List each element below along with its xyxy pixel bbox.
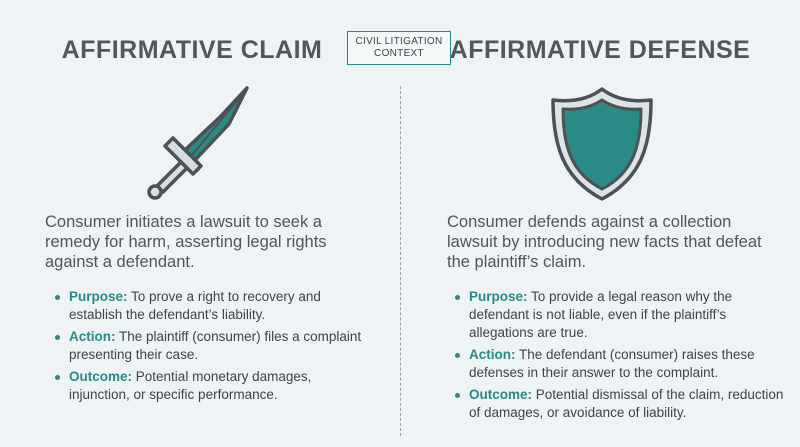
defense-point-text: The defendant (consumer) raises these de… — [469, 347, 755, 380]
claim-point-action: Action: The plaintiff (consumer) files a… — [55, 328, 365, 364]
claim-point-text: Potential monetary damages, injunction, … — [69, 369, 312, 402]
defense-point-purpose: Purpose: To provide a legal reason why t… — [455, 288, 785, 342]
defense-title: AFFIRMATIVE DEFENSE — [449, 36, 751, 64]
affirmative-claim-column: AFFIRMATIVE CLAIM Consumer initiates a l… — [45, 36, 365, 408]
claim-point-purpose: Purpose: To prove a right to recovery an… — [55, 288, 365, 324]
defense-point-outcome: Outcome: Potential dismissal of the clai… — [455, 386, 785, 422]
bullet-dot — [55, 335, 60, 340]
bullet-dot — [55, 375, 60, 380]
claim-point-text: The plaintiff (consumer) files a complai… — [69, 329, 362, 362]
claim-point-term: Action: — [69, 329, 116, 344]
defense-points: Purpose: To provide a legal reason why t… — [455, 288, 785, 426]
defense-point-action: Action: The defendant (consumer) raises … — [455, 346, 785, 382]
shield-icon — [551, 87, 653, 201]
claim-description: Consumer initiates a lawsuit to seek a r… — [45, 213, 327, 271]
claim-point-text: To prove a right to recovery and establi… — [69, 289, 321, 322]
center-divider — [400, 86, 401, 436]
affirmative-defense-column: AFFIRMATIVE DEFENSE Consumer defends aga… — [400, 0, 800, 447]
context-badge: CIVIL LITIGATION CONTEXT — [347, 31, 451, 65]
claim-title: AFFIRMATIVE CLAIM — [61, 36, 323, 64]
bullet-dot — [455, 295, 460, 300]
defense-point-term: Purpose: — [469, 289, 528, 304]
claim-points: Purpose: To prove a right to recovery an… — [55, 288, 365, 408]
defense-point-text: To provide a legal reason why the defend… — [469, 289, 733, 340]
defense-point-term: Outcome: — [469, 387, 533, 402]
sword-icon — [147, 86, 249, 200]
claim-point-term: Purpose: — [69, 289, 128, 304]
context-badge-line1: CIVIL LITIGATION — [355, 36, 443, 47]
bullet-dot — [455, 353, 460, 358]
defense-point-text: Potential dismissal of the claim, reduct… — [469, 387, 784, 420]
bullet-dot — [455, 393, 460, 398]
context-badge-line2: CONTEXT — [374, 48, 424, 59]
defense-description: Consumer defends against a collection la… — [447, 213, 762, 271]
claim-point-outcome: Outcome: Potential monetary damages, inj… — [55, 368, 365, 404]
claim-point-term: Outcome: — [69, 369, 133, 384]
bullet-dot — [55, 295, 60, 300]
defense-point-term: Action: — [469, 347, 516, 362]
